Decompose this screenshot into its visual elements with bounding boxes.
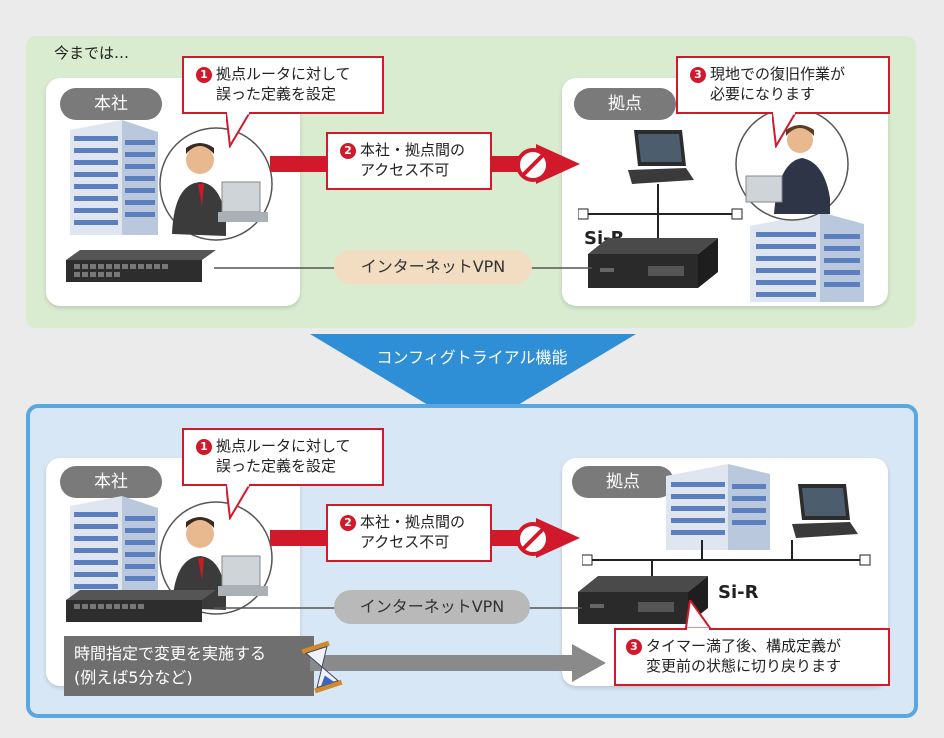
branch-building-icon [750,212,864,302]
timer-gray-arrow [310,644,606,682]
bottom-callout-1-tail [226,484,252,520]
hq-operator-icon [159,127,273,241]
bottom-vpn-oval: インターネットVPN [334,590,530,624]
callout-line: 誤った定義を設定 [216,85,337,103]
transition-label: コンフィグトライアル機能 [376,348,568,367]
transition-arrow [310,334,636,432]
timer-note-line: (例えば5分など) [74,668,193,687]
step-number-badge: 3 [690,67,706,83]
branch-router-label: Si-R [718,582,759,603]
hq-switch-icon [66,590,216,622]
branch-laptop-icon [792,484,858,538]
callout-line: 現地での復旧作業が [710,65,846,83]
top-callout-3-tail [772,112,798,148]
hq-building-icon [70,120,158,235]
branch-building-icon [666,464,770,550]
branch-laptop-icon [628,130,694,184]
hq-label: 本社 [60,88,162,120]
step-number-badge: 1 [196,439,212,455]
hq-switch-icon [66,250,216,282]
hourglass-icon [301,640,343,694]
step-number-badge: 3 [626,639,642,655]
branch-router-icon [578,576,708,624]
branch-label: 拠点 [574,88,676,120]
callout-line: 本社・拠点間の [360,513,466,531]
timer-note: 時間指定で変更を実施する (例えば5分など) [64,636,314,696]
top-callout-1-tail [226,112,252,148]
callout-line: 誤った定義を設定 [216,457,337,475]
branch-router-icon [588,238,718,288]
callout-line: 本社・拠点間の [360,141,466,159]
callout-line: アクセス不可 [360,161,450,179]
top-blocked-icon [516,148,550,182]
bottom-blocked-icon [516,522,550,556]
hq-operator-icon [159,501,273,615]
bottom-callout-3-tail [684,600,712,630]
callout-line: 必要になります [710,85,816,103]
branch-worker-icon [735,107,849,221]
hq-building-icon [70,496,158,611]
step-number-badge: 2 [340,143,356,159]
callout-line: 拠点ルータに対して [216,65,351,83]
timer-note-line: 時間指定で変更を実施する [74,644,267,663]
step-number-badge: 1 [196,67,212,83]
callout-line: アクセス不可 [360,533,450,551]
hq-label-2: 本社 [60,466,162,498]
branch-label-2: 拠点 [572,466,674,498]
before-caption: 今までは… [54,44,130,62]
callout-line: 拠点ルータに対して [216,437,351,455]
step-number-badge: 2 [340,515,356,531]
branch-lan-line [578,184,743,238]
callout-line: 変更前の状態に切り戻ります [646,657,842,675]
callout-line: タイマー満了後、構成定義が [646,637,842,655]
top-vpn-oval: インターネットVPN [334,250,532,284]
